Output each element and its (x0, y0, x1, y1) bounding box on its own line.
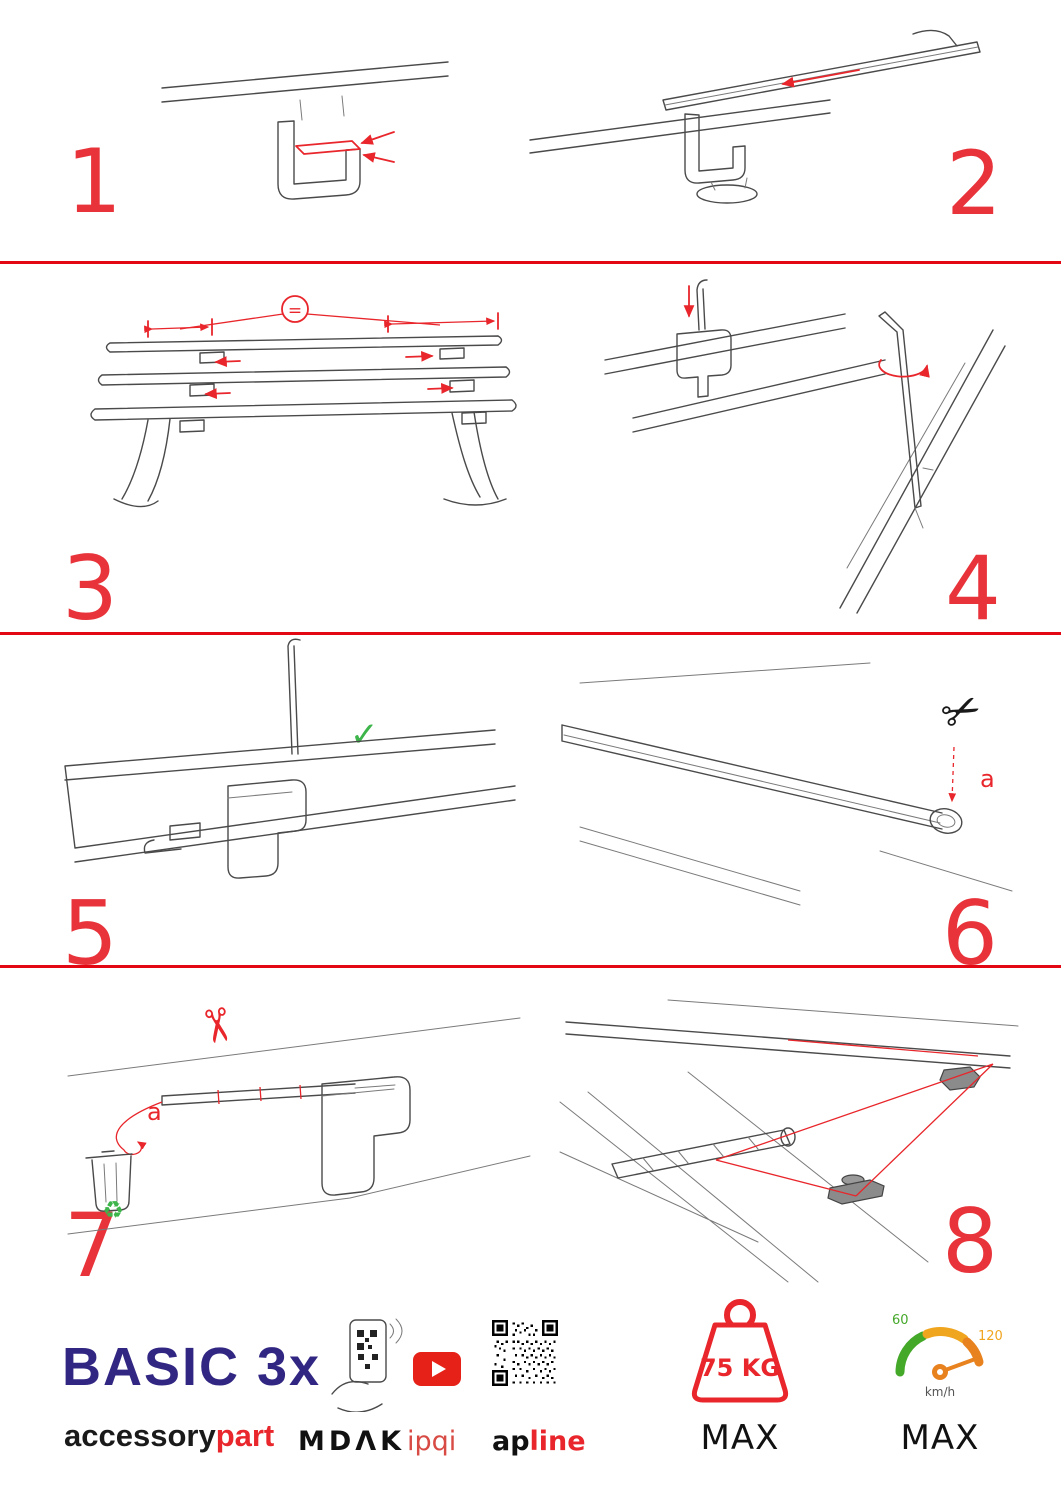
step-1-illustration (150, 48, 460, 248)
step-6-illustration: ✂ a (550, 655, 1020, 925)
end-clamp-part (939, 1066, 981, 1091)
cut-part-label: a (980, 765, 995, 793)
weight-max-label: MAX (700, 1418, 780, 1458)
check-icon: ✓ (350, 715, 379, 755)
t-bolt-part (827, 1179, 885, 1205)
speed-limit-icon: 60 120 km/h (878, 1294, 1002, 1410)
speed-tick-high: 120 (978, 1329, 1002, 1344)
clamp-plate-outline (295, 140, 361, 155)
step-3-number: 3 (62, 537, 118, 640)
recycle-icon: ♻ (102, 1196, 124, 1224)
step-5-illustration: ✓ (50, 638, 530, 923)
brand-secondary: part (215, 1418, 275, 1453)
qr-code (492, 1320, 558, 1386)
logo-ipqi: ipqi (407, 1426, 457, 1457)
cut-part-label: a (147, 1098, 162, 1126)
step-2-illustration (515, 22, 1005, 222)
scissors-icon: ✂ (932, 679, 990, 744)
step-8-number: 8 (942, 1190, 998, 1293)
step-2-number: 2 (946, 132, 1002, 235)
scissors-icon: ✂ (187, 1002, 247, 1049)
logo-apline: apline (492, 1426, 586, 1457)
logo-apline-suffix: line (529, 1426, 586, 1457)
product-name: BASIC 3x (62, 1337, 322, 1397)
brand-primary: accessory (64, 1418, 216, 1453)
section-divider (0, 261, 1061, 264)
step-6-number: 6 (942, 882, 998, 985)
weight-limit-icon: 75 KG (675, 1298, 805, 1410)
logo-mdak: MDΛK (298, 1426, 406, 1457)
speed-tick-low: 60 (892, 1313, 909, 1328)
section-divider (0, 965, 1061, 968)
step-7-number: 7 (64, 1194, 120, 1297)
step-8-illustration (548, 982, 1028, 1287)
step-7-illustration: ✂ a ♻ (50, 988, 540, 1248)
step-3-illustration: = (50, 283, 550, 533)
brand-wordmark: accessorypart (64, 1418, 274, 1454)
step-4-illustration (585, 268, 1015, 618)
weight-limit-value: 75 KG (700, 1354, 780, 1382)
speed-max-label: MAX (900, 1418, 980, 1458)
phone-scan-icon (320, 1316, 404, 1412)
section-divider (0, 632, 1061, 635)
equal-spacing-label: = (288, 301, 302, 321)
step-1-number: 1 (66, 130, 122, 233)
step-4-number: 4 (945, 537, 1001, 640)
step-5-number: 5 (62, 882, 118, 985)
youtube-icon (413, 1352, 461, 1386)
speed-unit-label: km/h (925, 1385, 955, 1399)
logo-apline-prefix: ap (492, 1426, 530, 1457)
